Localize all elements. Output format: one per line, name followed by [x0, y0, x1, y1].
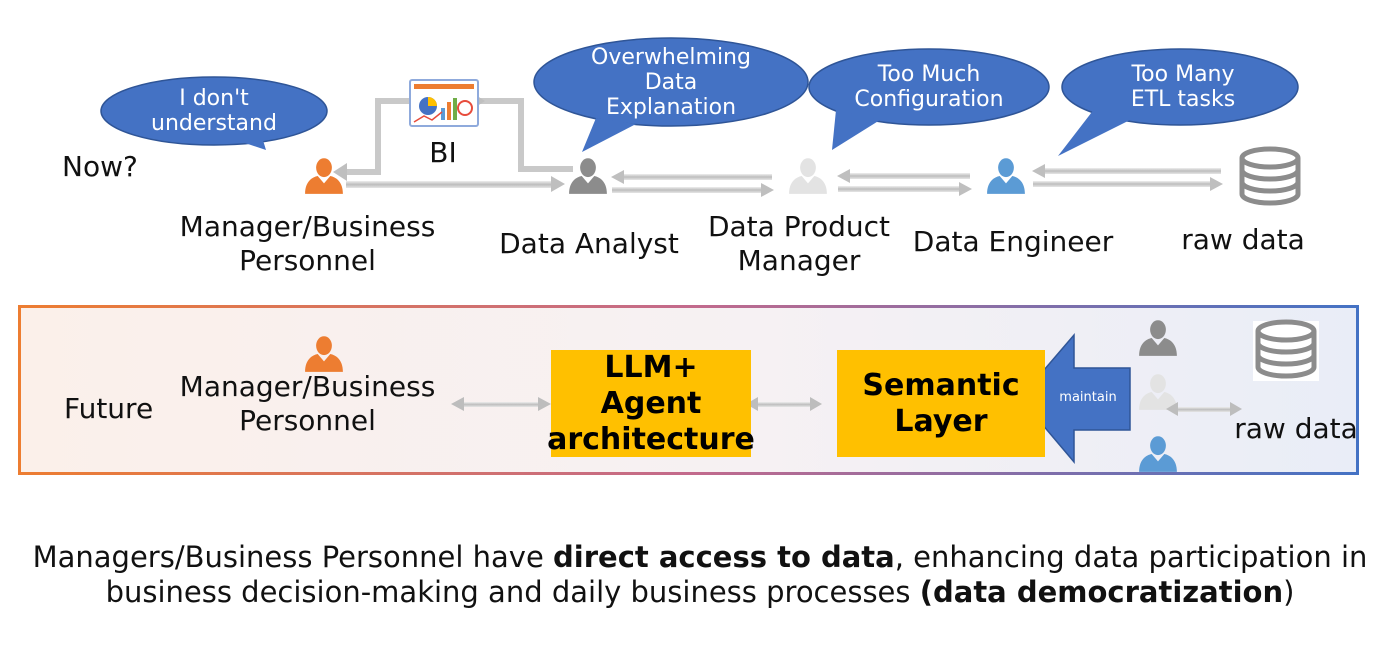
bubble-engineer: [1058, 48, 1299, 156]
manager-label: Manager/Business Personnel: [179, 210, 436, 277]
maintain-arrow: [1019, 332, 1131, 465]
product-manager-label: Data Product Manager: [707, 210, 891, 277]
future-raw-data-label: raw data: [1234, 412, 1358, 445]
future-engineer-person-icon: [1139, 436, 1177, 472]
future-analyst-person-icon: [1139, 320, 1177, 356]
llm-agent-box: LLM+ Agent architecture: [547, 349, 755, 457]
maintain-label: maintain: [1059, 390, 1117, 405]
caption-line-1: Managers/Business Personnel have direct …: [32, 540, 1368, 574]
bi-arrowhead-left: [333, 163, 347, 181]
bubble-analyst: [533, 37, 809, 152]
caption: Managers/Business Personnel have direct …: [0, 540, 1400, 610]
raw-data-database-icon: [1239, 146, 1301, 206]
caption-line-2: business decision-making and daily busin…: [105, 575, 1295, 609]
future-manager-label: Manager/Business Personnel: [179, 370, 436, 437]
bubble-engineer-text: Too Many ETL tasks: [1130, 62, 1236, 112]
future-manager-person-icon: [305, 336, 343, 372]
bubble-analyst-text: Overwhelming Data Explanation: [591, 45, 751, 120]
future-raw-data-database-icon: [1255, 319, 1317, 379]
bubble-manager-text: I don't understand: [151, 86, 277, 136]
bubble-product-manager: [808, 48, 1050, 150]
future-arrows: [451, 397, 1242, 416]
now-label: Now?: [62, 150, 138, 183]
now-arrows: [346, 164, 1223, 197]
future-product-person-icon: [1139, 374, 1177, 410]
engineer-label: Data Engineer: [912, 225, 1114, 258]
bubble-manager: [100, 76, 328, 150]
bi-label: BI: [429, 136, 457, 169]
analyst-label: Data Analyst: [499, 227, 679, 260]
bi-dashboard-icon: [409, 79, 479, 127]
semantic-layer-box: Semantic Layer: [837, 350, 1045, 457]
future-label: Future: [64, 392, 154, 425]
bubble-product-manager-text: Too Much Configuration: [854, 62, 1004, 112]
bi-connectors: [345, 98, 573, 175]
raw-data-label: raw data: [1181, 223, 1305, 256]
